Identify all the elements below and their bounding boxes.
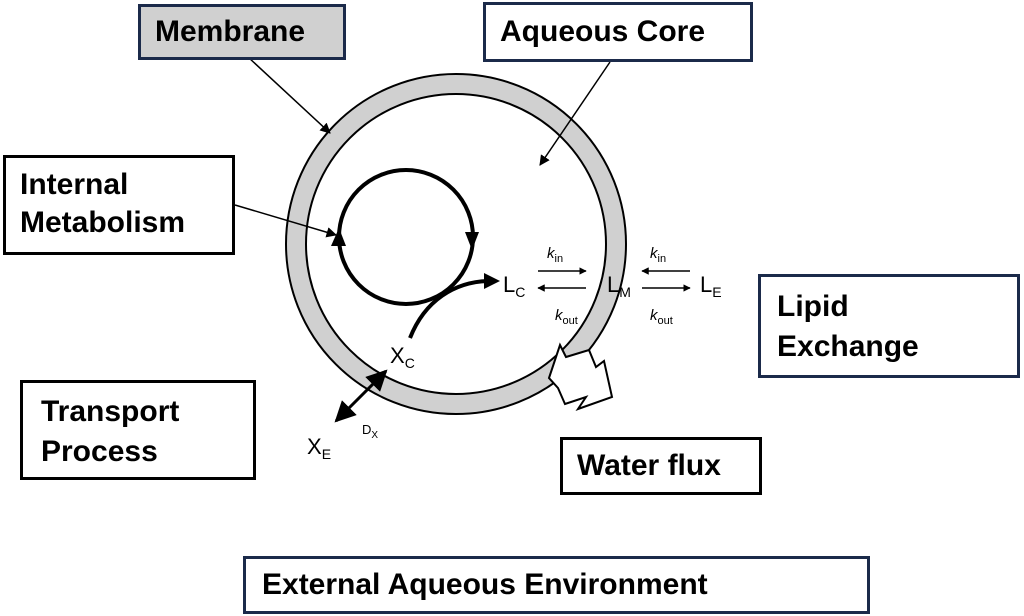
internal-metabolism-label-line2: Metabolism <box>20 206 186 239</box>
lipid-exchange-label-line2: Exchange <box>777 330 919 363</box>
internal-metabolism-label-box: Internal Metabolism <box>3 155 235 255</box>
aqueous-core-label: Aqueous Core <box>500 15 706 48</box>
transport-process-label-line2: Process <box>41 435 158 468</box>
kin-outer-label: kin <box>650 245 666 265</box>
synthesis-curve <box>408 279 489 339</box>
kin-inner-label: kin <box>547 245 563 265</box>
lipid-exchange-label-box: Lipid Exchange <box>758 274 1020 378</box>
membrane-label: Membrane <box>155 15 306 48</box>
metabolism-pointer-arrow <box>234 204 338 238</box>
metabolism-cycle-arrowhead-right <box>465 232 479 250</box>
dx-label: DX <box>362 422 378 441</box>
lm-label: LM <box>607 272 631 300</box>
external-environment-label-box: External Aqueous Environment <box>243 556 870 614</box>
water-flux-label: Water flux <box>577 449 721 482</box>
aqueous-core-circle <box>305 93 607 395</box>
aqueous-core-label-box: Aqueous Core <box>483 2 753 62</box>
synthesis-arrowhead <box>484 273 500 289</box>
membrane-label-box: Membrane <box>138 4 346 60</box>
lc-label: LC <box>503 272 525 300</box>
xc-label: XC <box>390 343 415 371</box>
kout-inner-label: kout <box>555 307 578 327</box>
xe-label: XE <box>307 434 331 462</box>
le-label: LE <box>700 272 722 300</box>
transport-process-label-box: Transport Process <box>20 380 256 480</box>
aqueous-core-pointer-arrow <box>539 61 611 166</box>
membrane-pointer-arrow <box>247 56 331 134</box>
lipid-exchange-label-line1: Lipid <box>777 290 849 323</box>
transport-arrow <box>334 369 388 423</box>
kout-outer-label: kout <box>650 307 673 327</box>
internal-metabolism-label-line1: Internal <box>20 168 129 201</box>
external-environment-label: External Aqueous Environment <box>262 568 708 601</box>
transport-process-label-line1: Transport <box>41 395 180 428</box>
metabolism-cycle-arrowhead-left <box>331 228 346 246</box>
water-flux-arrow <box>547 342 614 411</box>
water-flux-label-box: Water flux <box>560 437 762 495</box>
